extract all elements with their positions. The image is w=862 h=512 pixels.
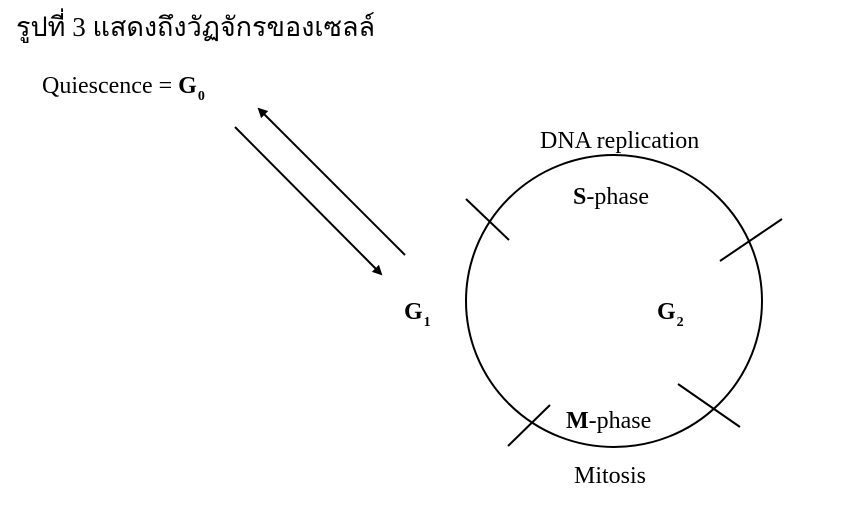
quiescence-g0-label: Quiescence = G0 bbox=[42, 73, 205, 104]
g1-subscript: 1 bbox=[423, 315, 431, 330]
m-letter: M bbox=[566, 408, 589, 434]
m-phase-rest: -phase bbox=[588, 408, 652, 434]
g0-letter: G bbox=[178, 73, 197, 99]
g2-m-boundary-tick bbox=[677, 383, 741, 428]
g1-letter: G bbox=[404, 299, 423, 325]
s-phase-rest: -phase bbox=[586, 184, 649, 210]
s-letter: S bbox=[573, 184, 587, 210]
g0-to-g1-arrow bbox=[234, 126, 383, 276]
g1-label: G1 bbox=[404, 299, 431, 330]
quiescence-text: Quiescence = bbox=[42, 73, 179, 99]
g2-subscript: 2 bbox=[676, 315, 684, 330]
s-phase-label: S-phase bbox=[573, 185, 649, 209]
figure-caption: รูปที่ 3 แสดงถึงวัฏจักรของเซลล์ bbox=[16, 12, 376, 42]
g1-s-boundary-tick bbox=[465, 198, 510, 241]
g0-subscript: 0 bbox=[197, 89, 205, 104]
s-g2-boundary-tick bbox=[719, 218, 783, 262]
m-g1-boundary-tick bbox=[507, 404, 551, 447]
g2-label: G2 bbox=[657, 299, 684, 330]
g2-letter: G bbox=[657, 299, 676, 325]
dna-replication-label: DNA replication bbox=[540, 128, 700, 154]
cell-cycle-circle bbox=[465, 154, 763, 448]
m-phase-label: M-phase bbox=[566, 409, 651, 433]
g1-to-g0-arrow bbox=[257, 107, 406, 256]
mitosis-label: Mitosis bbox=[574, 463, 647, 489]
